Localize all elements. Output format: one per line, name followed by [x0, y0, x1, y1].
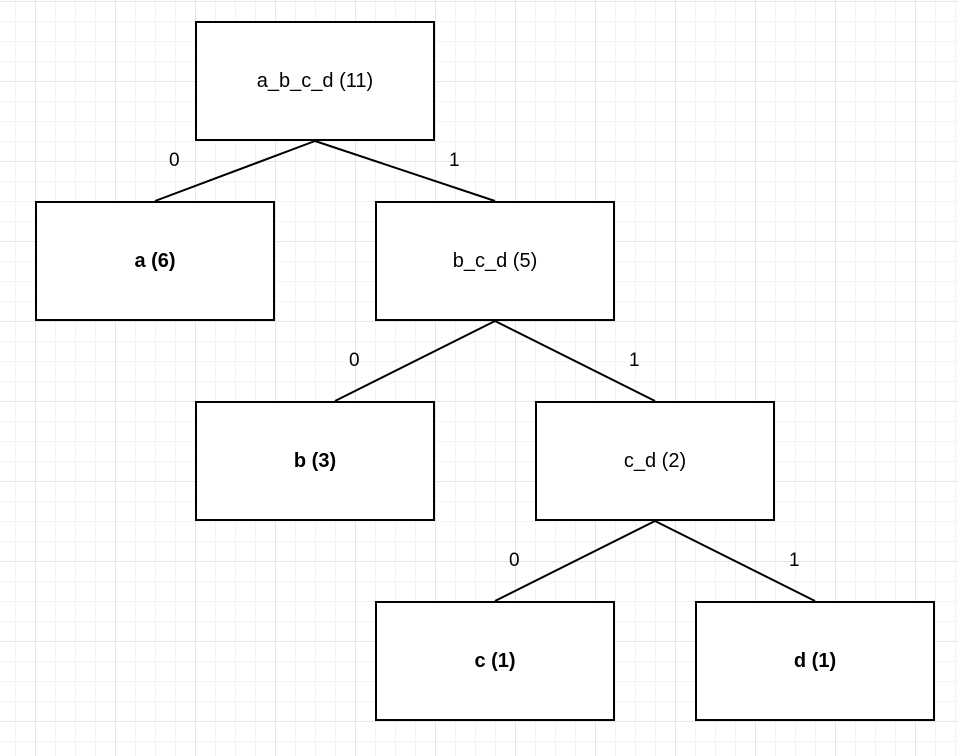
node-b[interactable]: b (3) — [195, 401, 435, 521]
edge-label-cd-d: 1 — [789, 550, 800, 571]
edge-cd-to-d — [654, 520, 816, 602]
edge-label-cd-c: 0 — [509, 550, 520, 571]
node-b-label: b (3) — [293, 449, 337, 472]
node-root-label: a_b_c_d (11) — [256, 69, 374, 92]
edge-bcd-to-b — [334, 320, 496, 402]
node-d-label: d (1) — [793, 649, 837, 672]
edge-label-bcd-cd: 1 — [629, 350, 640, 371]
node-bcd-label: b_c_d (5) — [452, 249, 538, 272]
node-root[interactable]: a_b_c_d (11) — [195, 21, 435, 141]
node-a-label: a (6) — [134, 249, 176, 272]
edge-root-to-a — [154, 140, 316, 202]
node-c-label: c (1) — [474, 649, 516, 672]
node-bcd[interactable]: b_c_d (5) — [375, 201, 615, 321]
node-a[interactable]: a (6) — [35, 201, 275, 321]
edge-label-root-a: 0 — [169, 150, 180, 171]
edge-root-to-bcd — [314, 140, 496, 202]
node-cd-label: c_d (2) — [623, 449, 687, 472]
node-cd[interactable]: c_d (2) — [535, 401, 775, 521]
node-d[interactable]: d (1) — [695, 601, 935, 721]
edge-label-bcd-b: 0 — [349, 350, 360, 371]
edge-label-root-bcd: 1 — [449, 150, 460, 171]
node-c[interactable]: c (1) — [375, 601, 615, 721]
edge-bcd-to-cd — [494, 320, 656, 402]
edge-cd-to-c — [494, 520, 656, 602]
